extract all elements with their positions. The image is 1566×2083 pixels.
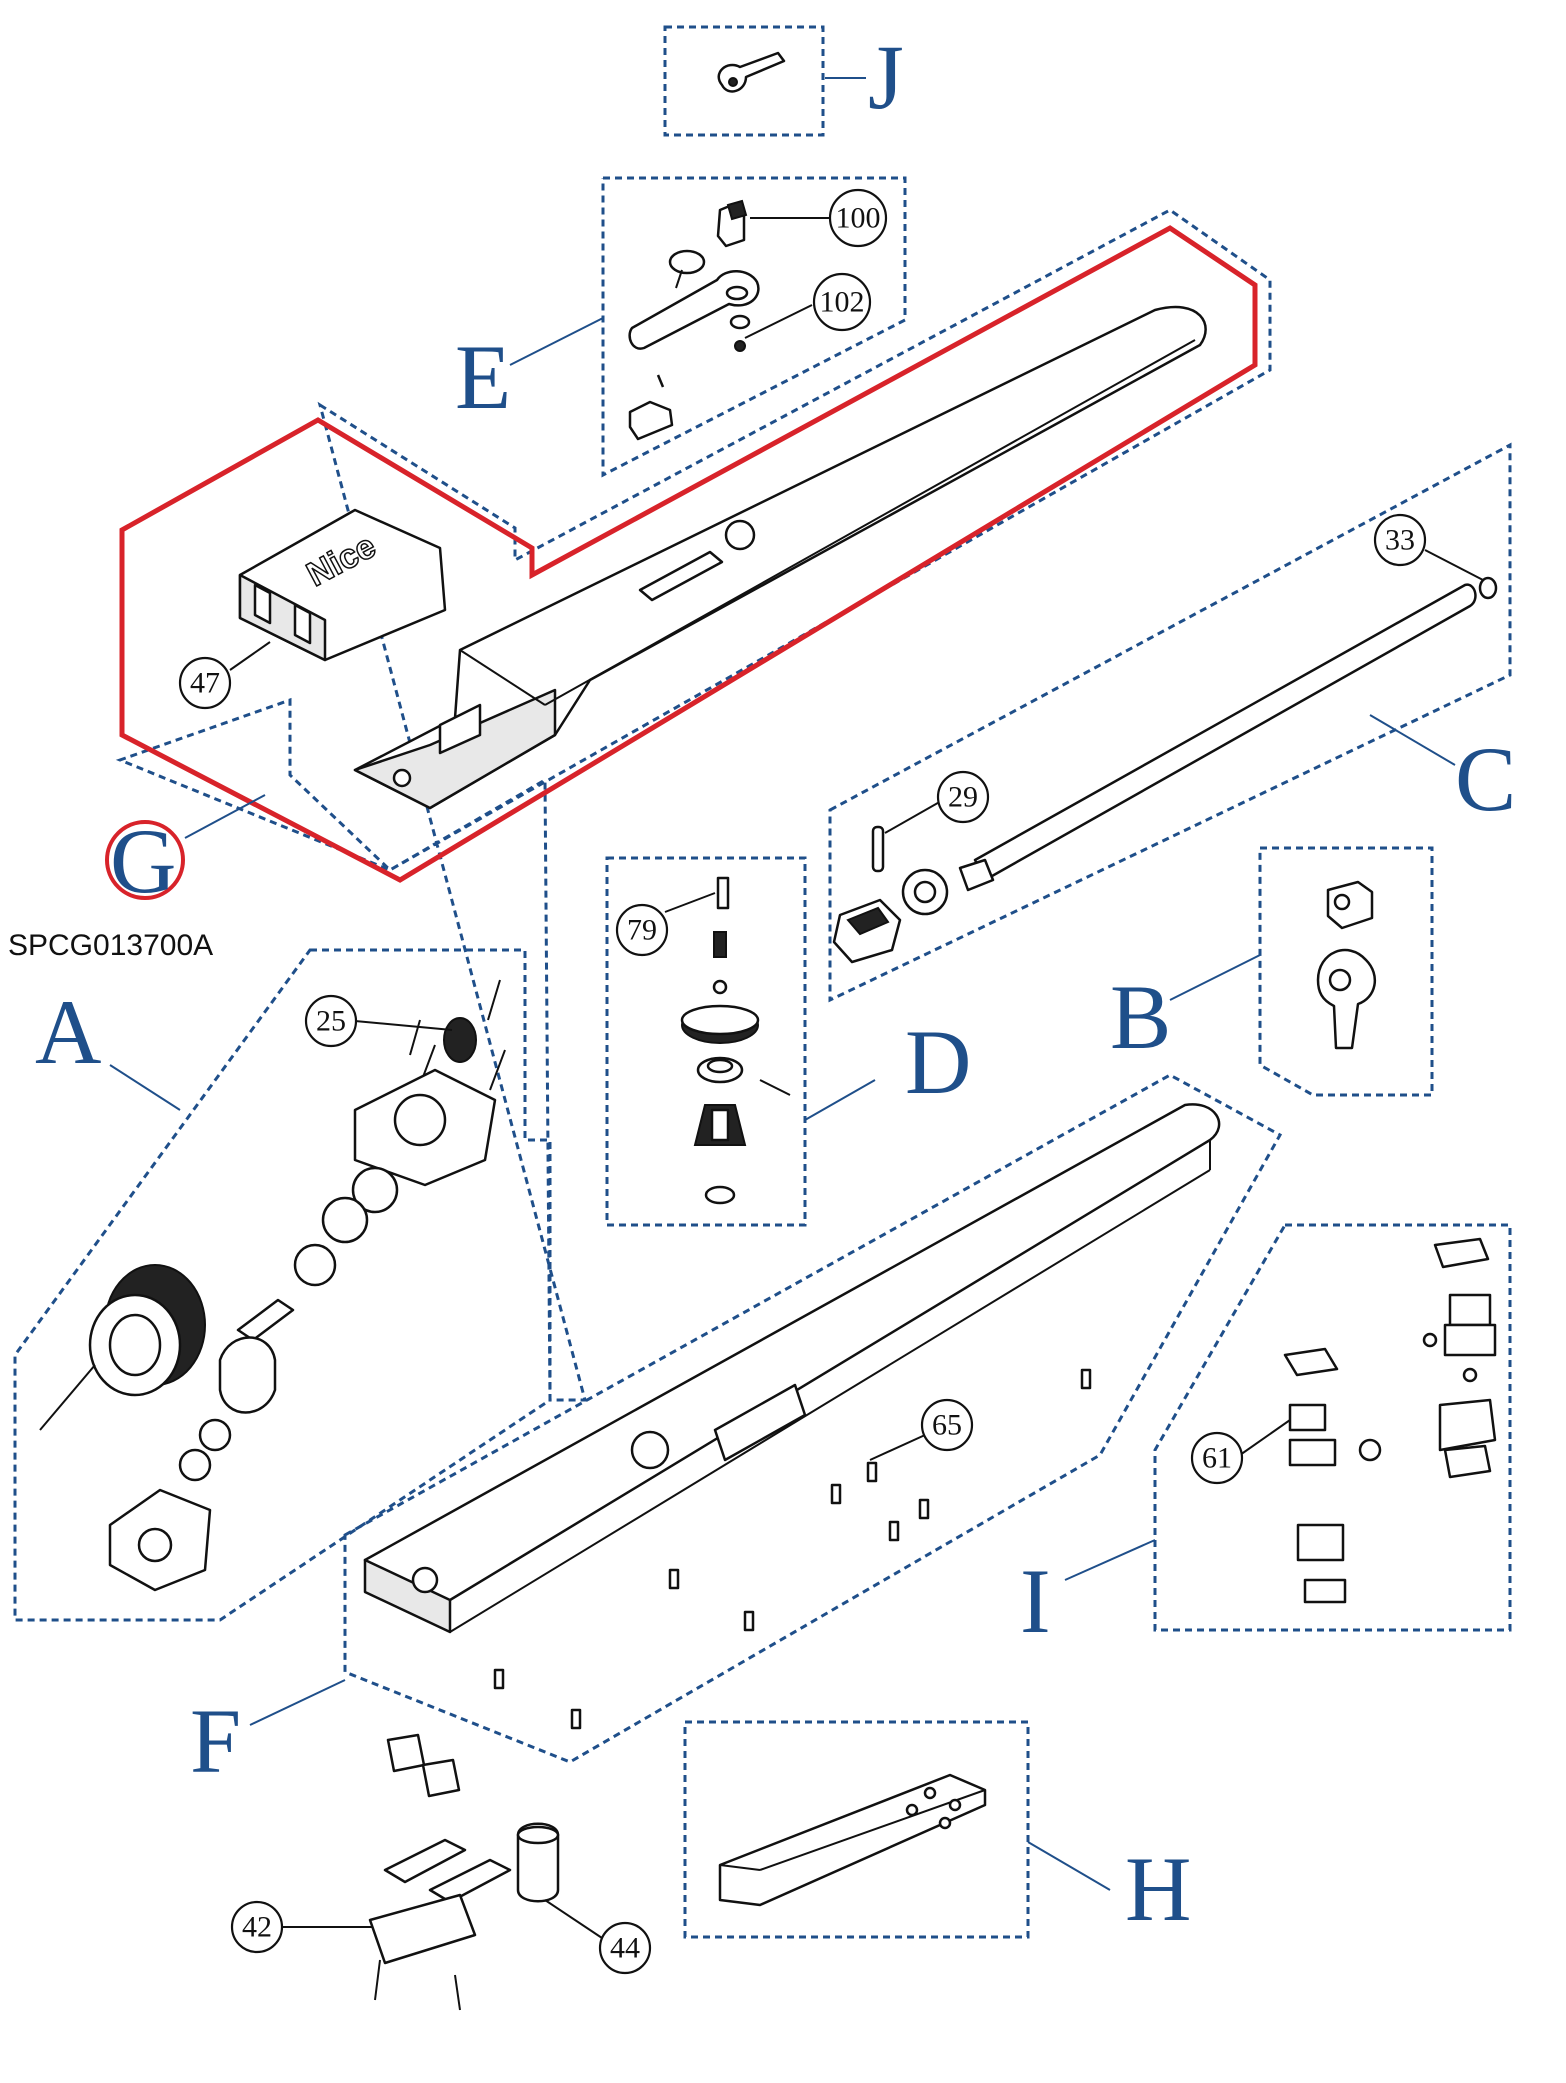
callout-61: 61: [1190, 1431, 1244, 1485]
group-label-e: E: [455, 326, 511, 428]
limit-switch-parts: [1283, 1237, 1497, 1604]
callout-102-label: 102: [820, 286, 865, 319]
group-d-outline: [605, 856, 807, 1227]
key-part: [717, 51, 786, 93]
gear-stack-parts: [680, 876, 791, 1205]
callout-29-label: 29: [948, 781, 978, 814]
callout-79: 79: [615, 903, 669, 957]
callout-47: 47: [178, 656, 232, 710]
group-label-j: J: [868, 26, 904, 128]
diagram-code: SPCG013700A: [8, 929, 213, 962]
callout-42-label: 42: [242, 1911, 272, 1944]
group-label-f: F: [190, 1690, 241, 1792]
callout-65: 65: [920, 1398, 974, 1452]
group-label-g: G: [110, 810, 176, 912]
group-j-outline: [663, 25, 825, 137]
base-screws: [493, 1368, 1092, 1730]
release-parts: [628, 199, 760, 441]
capacitor-part: [516, 1822, 560, 1903]
group-label-c: C: [1455, 728, 1516, 830]
group-label-d: D: [905, 1011, 971, 1113]
callout-25: 25: [304, 994, 358, 1048]
callout-44: 44: [598, 1921, 652, 1975]
group-g-highlight: [119, 225, 1258, 883]
callout-79-label: 79: [627, 914, 657, 947]
group-label-a: A: [35, 981, 101, 1083]
base-housing-part: [363, 1103, 1221, 1634]
callout-25-label: 25: [316, 1005, 346, 1038]
callout-100: 100: [828, 188, 888, 248]
motor-assembly-parts: [39, 979, 506, 1592]
callout-100-label: 100: [836, 202, 881, 235]
terminal-block-part: [368, 1838, 512, 2011]
callout-102: 102: [812, 272, 872, 332]
group-g-highlight-circle: [105, 820, 185, 900]
callout-42: 42: [230, 1900, 284, 1954]
group-e-outline: [601, 176, 907, 478]
callout-33: 33: [1373, 513, 1427, 567]
motor-cover-housing: [353, 305, 1207, 810]
callout-33-label: 33: [1385, 524, 1415, 557]
cable-gland-parts: [386, 1733, 461, 1798]
group-h-outline: [683, 1720, 1030, 1939]
group-a-outline: [13, 948, 552, 1622]
mounting-plate-part: [718, 1773, 987, 1907]
callout-65-label: 65: [932, 1409, 962, 1442]
group-label-h: H: [1125, 1838, 1191, 1940]
callout-47-label: 47: [190, 667, 220, 700]
group-c-outline: [828, 442, 1512, 1003]
drive-shaft-part: [958, 576, 1498, 892]
end-cap-part: Nice: [238, 508, 447, 662]
callout-44-label: 44: [610, 1932, 640, 1965]
pinion-bearing-parts: [832, 825, 949, 964]
callout-61-label: 61: [1202, 1442, 1232, 1475]
release-lever-parts: [1316, 880, 1377, 1050]
group-label-i: I: [1020, 1550, 1051, 1652]
group-g-outline: [115, 208, 1272, 1402]
group-i-outline: [1153, 1223, 1512, 1632]
callout-29: 29: [936, 770, 990, 824]
group-label-b: B: [1110, 966, 1171, 1068]
